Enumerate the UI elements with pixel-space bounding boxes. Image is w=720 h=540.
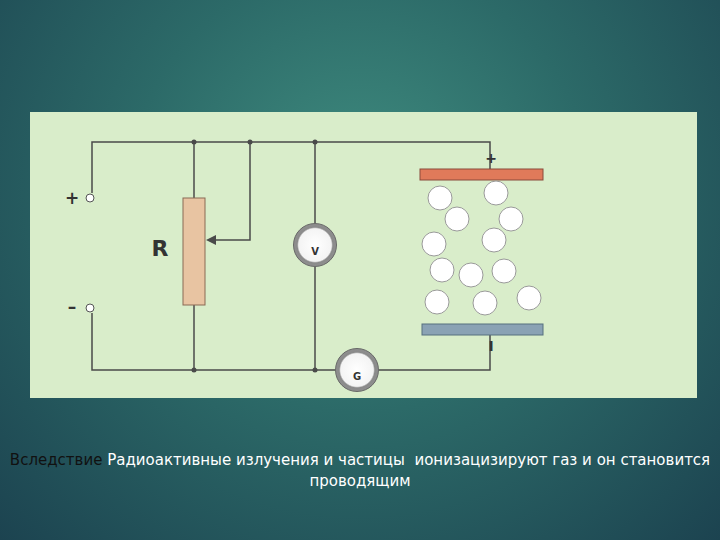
caption: Радиоактивные излучения и частицы иониза… <box>107 451 715 490</box>
caption-line: Вследствие Радиоактивные излучения и час… <box>0 450 720 492</box>
terminal-sign: + <box>65 188 79 208</box>
panel <box>30 112 697 398</box>
terminal <box>86 194 94 202</box>
junction <box>313 140 318 145</box>
resistor-symbol <box>183 198 205 305</box>
junction <box>248 140 253 145</box>
plate-sign: I <box>488 338 493 354</box>
voltmeter: V <box>293 223 337 267</box>
cathode-plate <box>422 324 543 335</box>
terminal-sign: – <box>68 297 77 317</box>
junction <box>313 368 318 373</box>
caption-lead-word: Вследствие <box>10 451 103 469</box>
galvanometer: G <box>335 348 379 392</box>
plate-sign: + <box>485 150 497 166</box>
resistor-label: R <box>152 236 169 261</box>
junction <box>192 140 197 145</box>
wiper-arrow <box>206 235 216 245</box>
terminal <box>86 304 94 312</box>
anode-plate <box>420 169 543 180</box>
gas-ions <box>422 181 541 315</box>
junction <box>192 368 197 373</box>
meter-letter: V <box>294 246 336 257</box>
meter-letter: G <box>336 371 378 382</box>
